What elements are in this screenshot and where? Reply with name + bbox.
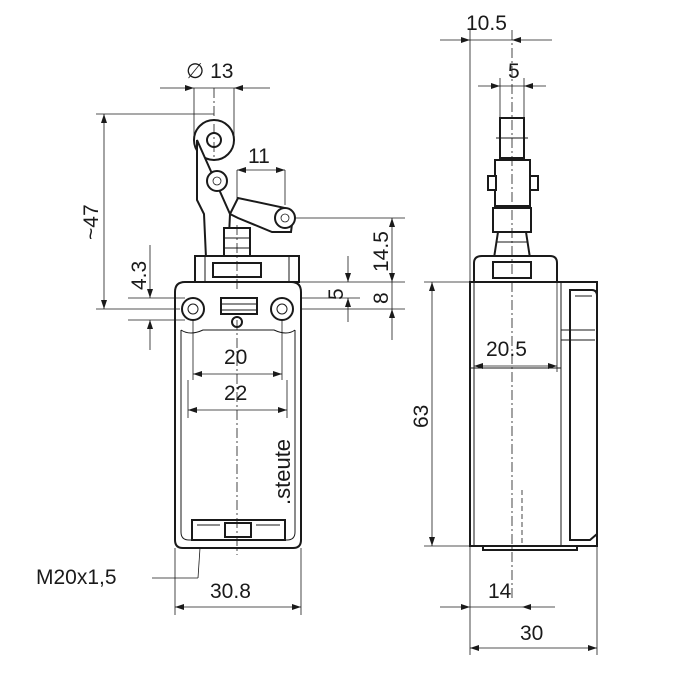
side-body [469,30,598,600]
label-10-5: 10.5 [466,12,507,35]
label-thread: M20x1,5 [36,566,117,589]
label-20-5: 20.5 [486,338,527,361]
dim-20: 20 [192,320,283,380]
dim-lever-offset: 11 [236,145,286,205]
dim-63: 63 [410,281,470,547]
dim-14: 14 [440,546,555,655]
dim-4-3: 4.3 [128,245,185,350]
label-lever-offset: 11 [248,145,270,168]
dim-height-approx: ~47 [80,113,214,310]
label-14: 14 [488,580,512,603]
dim-22: 22 [187,380,288,418]
label-14-5: 14.5 [370,231,393,272]
dim-width: 30.8 [174,548,302,615]
switch-head [194,255,300,283]
label-4-3: 4.3 [128,261,151,290]
dim-5-side: 5 [478,60,546,118]
side-view: 10.5 5 20.5 63 [410,12,598,655]
label-height-approx: ~47 [80,204,103,240]
label-30: 30 [520,622,543,645]
front-view: .steute ∅ 13 ~47 11 [36,60,405,615]
label-5-front: 5 [325,288,348,300]
dim-14-5: 14.5 [295,217,405,282]
dim-5-front: 5 [300,256,405,322]
label-5-side: 5 [508,60,520,83]
dim-8: 8 [300,282,405,340]
label-diameter: ∅ 13 [186,60,234,83]
label-20: 20 [224,346,247,369]
label-8: 8 [370,292,393,304]
dim-10-5: 10.5 [440,12,552,282]
label-width: 30.8 [210,580,251,603]
brand-logo-text: .steute [270,439,295,505]
dim-30: 30 [470,546,598,655]
label-22: 22 [224,382,247,405]
side-lever [487,117,539,259]
roller-lever [193,119,296,259]
label-63: 63 [410,405,433,428]
switch-body [174,88,302,555]
dim-20-5: 20.5 [473,282,558,372]
